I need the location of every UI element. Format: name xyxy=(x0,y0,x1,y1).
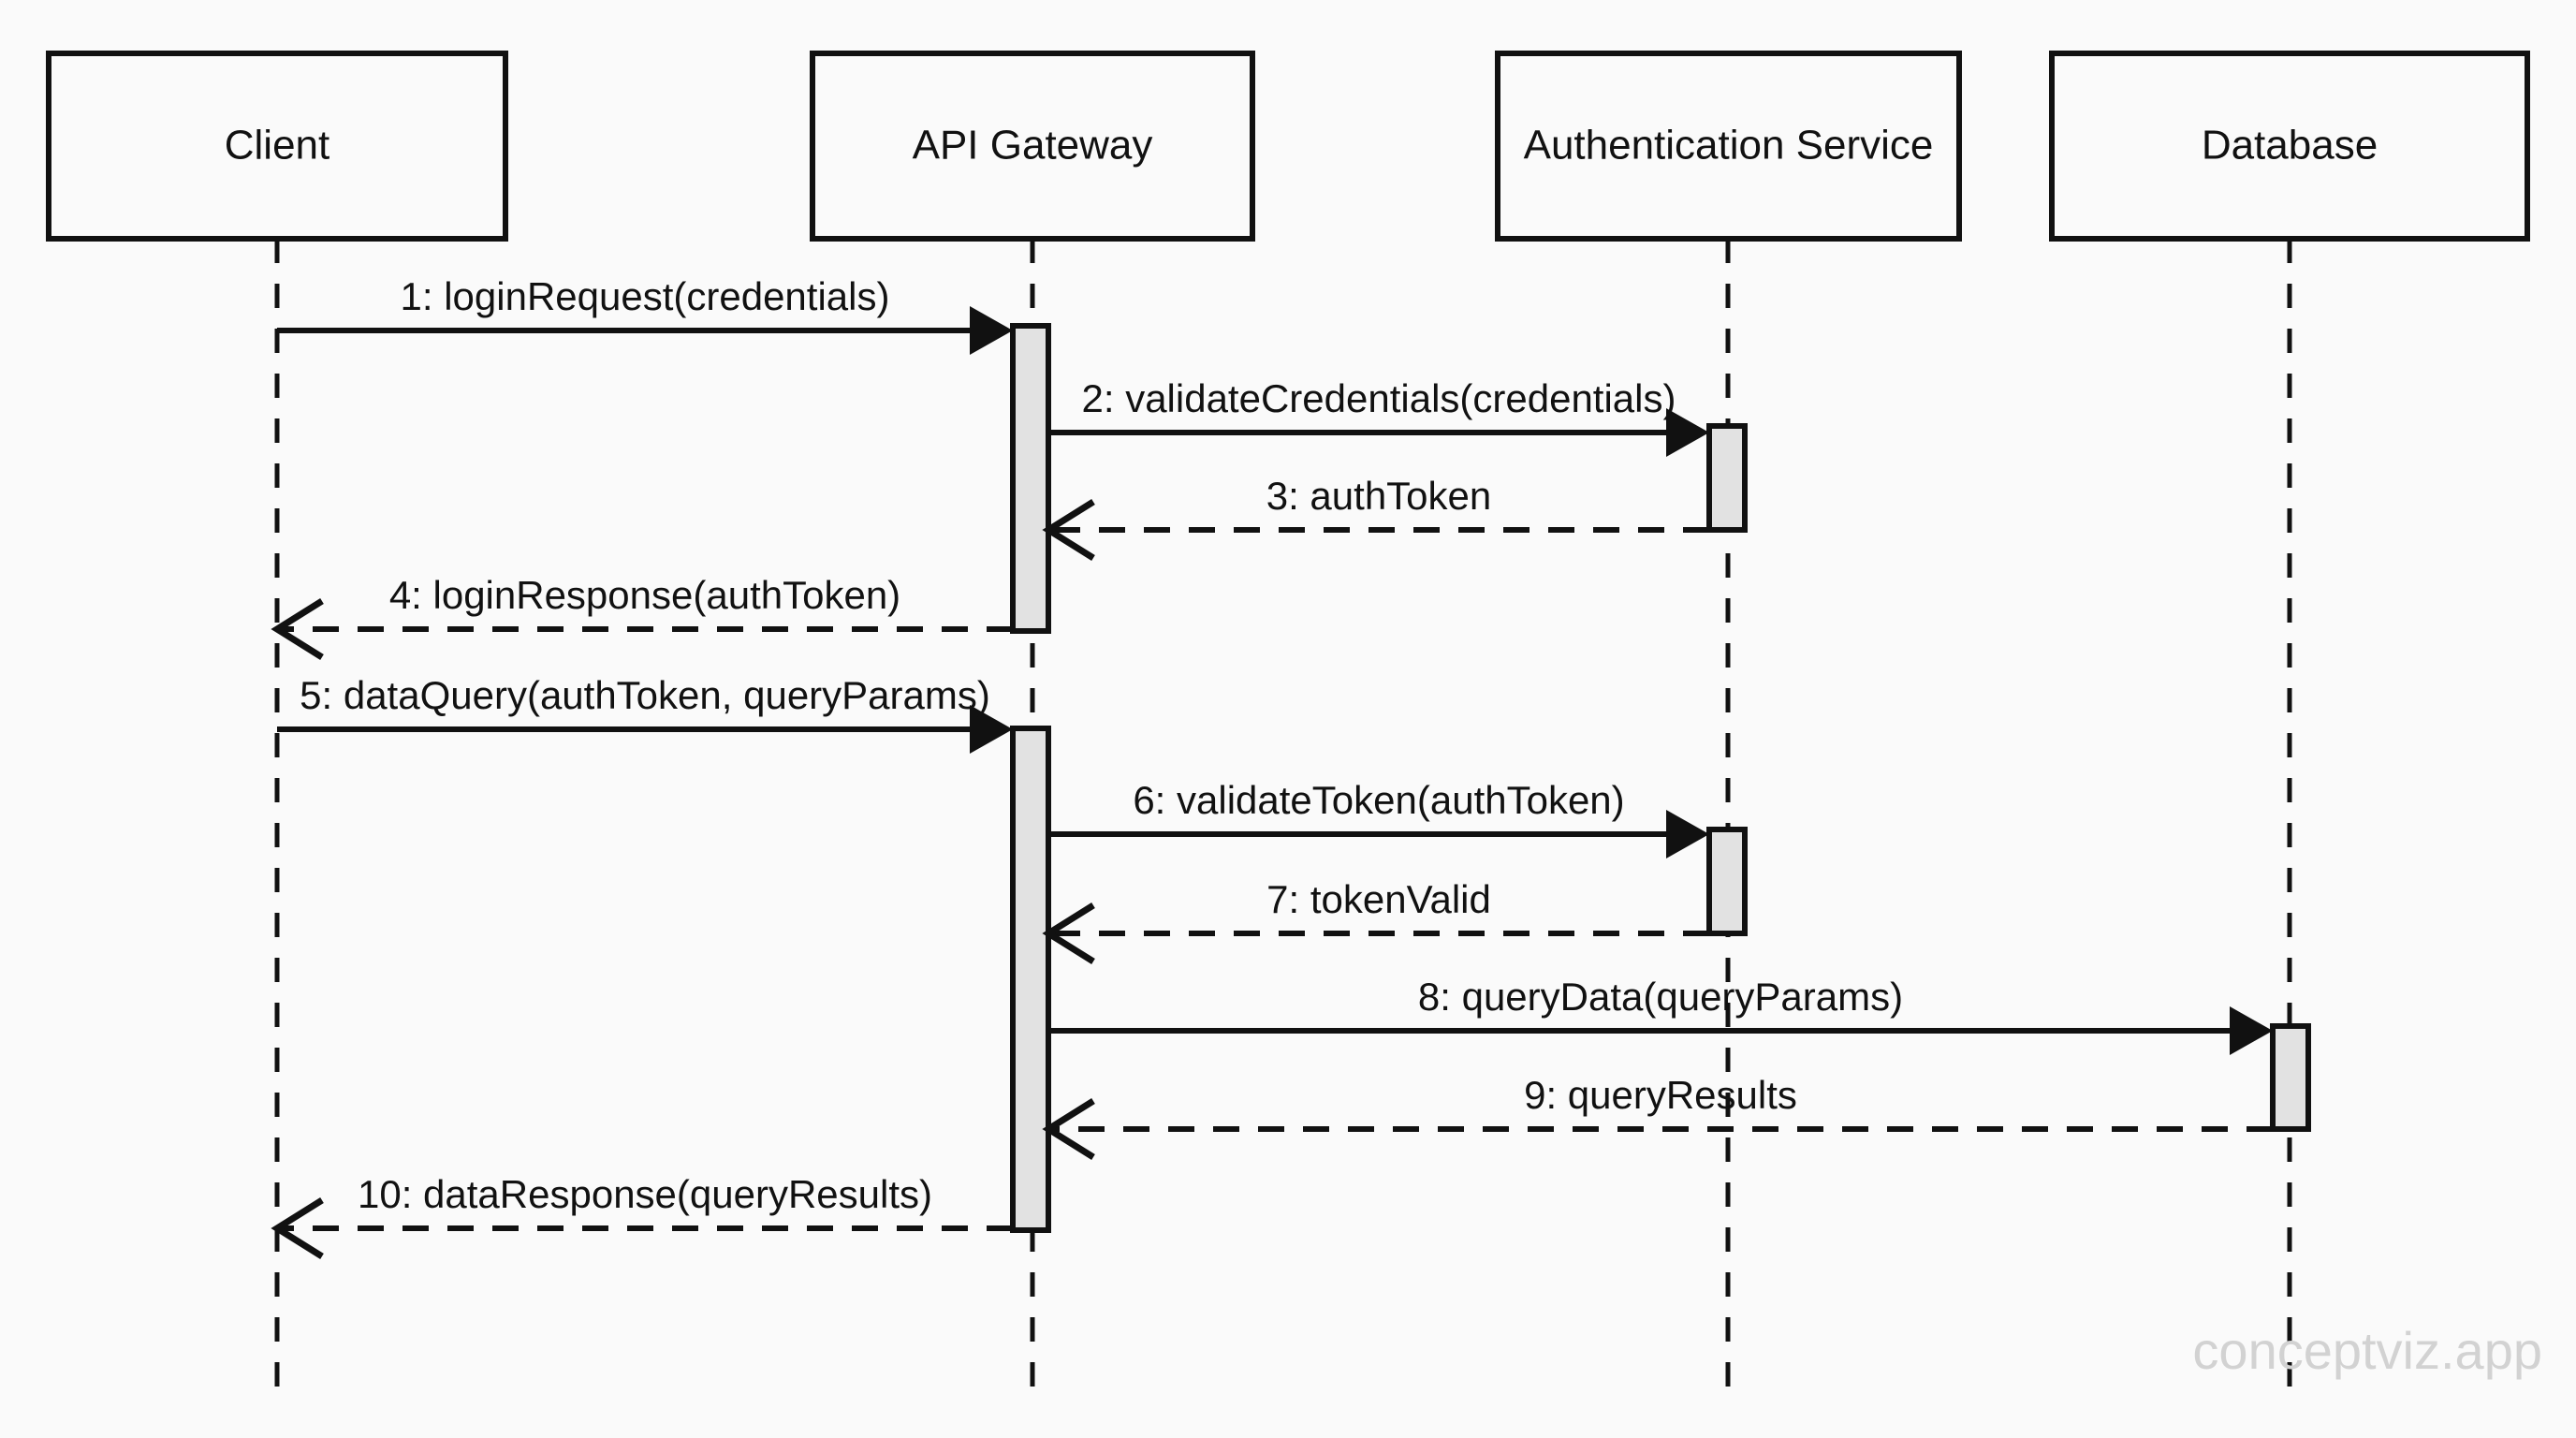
message-label-7: 7: tokenValid xyxy=(1266,877,1491,921)
participant-box-database xyxy=(2049,51,2530,242)
message-label-6: 6: validateToken(authToken) xyxy=(1133,778,1624,822)
message-arrowhead-3 xyxy=(1042,499,1095,561)
message-arrowhead-6 xyxy=(1666,810,1709,858)
participant-boxes-layer: Client API Gateway Authentication Service D… xyxy=(46,51,2530,242)
message-arrowhead-4 xyxy=(271,598,324,660)
message-8[interactable]: 8: queryData(queryParams) xyxy=(1048,975,2273,1055)
participant-label-client: Client xyxy=(225,123,330,169)
message-arrowhead-2 xyxy=(1666,408,1709,457)
watermark-layer: conceptviz.app xyxy=(2192,1321,2542,1380)
participant-box-auth xyxy=(1495,51,1962,242)
message-10[interactable]: 10: dataResponse(queryResults) xyxy=(271,1172,1013,1259)
message-label-1: 1: loginRequest(credentials) xyxy=(401,274,890,318)
message-label-10: 10: dataResponse(queryResults) xyxy=(358,1172,932,1216)
message-arrowhead-5 xyxy=(970,705,1013,754)
message-9[interactable]: 9: queryResults xyxy=(1042,1073,2273,1160)
participant-gateway[interactable]: API Gateway xyxy=(810,51,1255,242)
message-label-5: 5: dataQuery(authToken, queryParams) xyxy=(300,673,990,717)
participant-label-gateway: API Gateway xyxy=(913,123,1153,169)
message-label-3: 3: authToken xyxy=(1266,474,1492,518)
activation-bar-auth xyxy=(1706,423,1748,533)
activation-bar-gateway xyxy=(1010,726,1051,1233)
activation-bar-gateway xyxy=(1010,323,1051,634)
message-label-9: 9: queryResults xyxy=(1524,1073,1797,1117)
message-label-8: 8: queryData(queryParams) xyxy=(1418,975,1903,1019)
message-6[interactable]: 6: validateToken(authToken) xyxy=(1048,778,1709,858)
activation-bar-auth xyxy=(1706,827,1748,936)
activation-bar-database xyxy=(2270,1023,2311,1132)
message-3[interactable]: 3: authToken xyxy=(1042,474,1709,561)
watermark-label: conceptviz.app xyxy=(2192,1321,2542,1380)
message-2[interactable]: 2: validateCredentials(credentials) xyxy=(1048,376,1709,457)
participant-client[interactable]: Client xyxy=(46,51,508,242)
message-arrowhead-9 xyxy=(1042,1098,1095,1160)
message-arrowhead-8 xyxy=(2230,1006,2273,1055)
message-1[interactable]: 1: loginRequest(credentials) xyxy=(277,274,1013,355)
messages-layer: 1: loginRequest(credentials) 2: validateC… xyxy=(271,274,2273,1259)
participant-label-auth: Authentication Service xyxy=(1524,123,1934,169)
participant-auth[interactable]: Authentication Service xyxy=(1495,51,1962,242)
message-5[interactable]: 5: dataQuery(authToken, queryParams) xyxy=(277,673,1013,754)
activation-bars-layer xyxy=(1010,323,2311,1233)
message-arrowhead-1 xyxy=(970,306,1013,355)
participant-label-database: Database xyxy=(2202,123,2378,169)
participant-database[interactable]: Database xyxy=(2049,51,2530,242)
message-label-4: 4: loginResponse(authToken) xyxy=(389,573,900,617)
message-arrowhead-10 xyxy=(271,1197,324,1259)
message-7[interactable]: 7: tokenValid xyxy=(1042,877,1709,964)
message-arrowhead-7 xyxy=(1042,902,1095,964)
participant-box-gateway xyxy=(810,51,1255,242)
participant-box-client xyxy=(46,51,508,242)
message-4[interactable]: 4: loginResponse(authToken) xyxy=(271,573,1013,660)
message-label-2: 2: validateCredentials(credentials) xyxy=(1082,376,1676,420)
